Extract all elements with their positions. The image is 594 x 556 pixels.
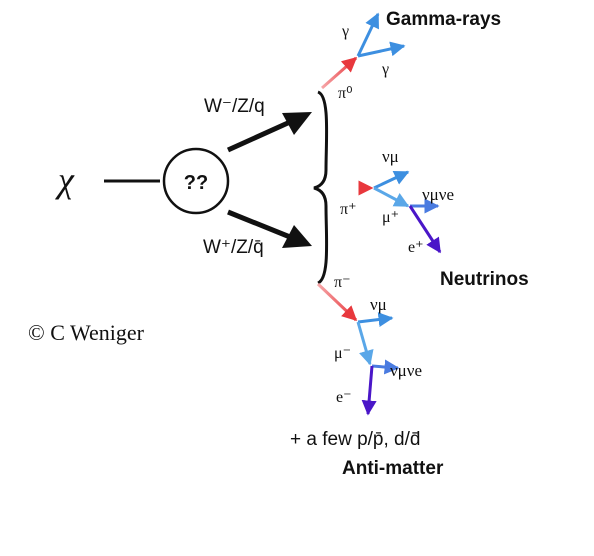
photon-bottom-arrow	[357, 41, 406, 58]
electron-arrow	[361, 365, 377, 416]
copyright-label: © C Weniger	[28, 320, 145, 345]
electron-label: e⁻	[336, 389, 352, 406]
photon-top-arrow	[356, 12, 380, 57]
lower-boson-line	[227, 209, 291, 240]
pi-minus-label: π⁻	[334, 274, 351, 291]
pi-plus-label: π⁺	[340, 201, 357, 218]
pi0-label: π⁰	[338, 85, 353, 102]
antimatter-nu-mu-label: νμ	[370, 295, 387, 314]
unknown-node-circle	[162, 147, 230, 215]
positron-label: e⁺	[408, 239, 424, 256]
positron-arrow	[408, 205, 442, 254]
antimatter-nu-pair-label: νμνe	[390, 361, 422, 380]
neutrinos-heading: Neutrinos	[440, 269, 529, 290]
upper-boson-line	[226, 119, 292, 153]
nu-mu-top-label: νμ	[382, 147, 399, 166]
nu-pair-label: νμνe	[422, 185, 454, 204]
muon-plus-arrow	[373, 186, 410, 208]
upper-boson-arrowhead	[282, 112, 312, 135]
chi-symbol: χ	[55, 160, 75, 200]
antimatter-nu-mu-arrow	[357, 312, 394, 328]
pi-minus-arrow	[316, 282, 358, 322]
gamma-rays-heading: Gamma-rays	[386, 9, 501, 30]
muon-minus-arrow	[356, 321, 374, 366]
boson-upper-label: W⁻/Z/q	[204, 96, 265, 117]
curly-brace	[313, 90, 329, 285]
nu-mu-top-arrow	[373, 170, 410, 190]
antimatter-nu-pair-arrow	[371, 359, 400, 375]
photon-top-label: γ	[341, 23, 349, 40]
antimatter-extra-label: + a few p/p̄, d/d̄	[290, 429, 420, 450]
pi0-arrow	[321, 56, 358, 90]
lower-boson-arrowhead	[282, 225, 312, 248]
boson-lower-label: W⁺/Z/q̄	[203, 237, 264, 258]
unknown-node-label: ??	[184, 172, 208, 194]
photon-bottom-label: γ	[381, 61, 389, 78]
anti-matter-heading: Anti-matter	[342, 458, 444, 479]
muon-minus-label: μ⁻	[334, 345, 351, 362]
muon-plus-label: μ⁺	[382, 209, 399, 226]
